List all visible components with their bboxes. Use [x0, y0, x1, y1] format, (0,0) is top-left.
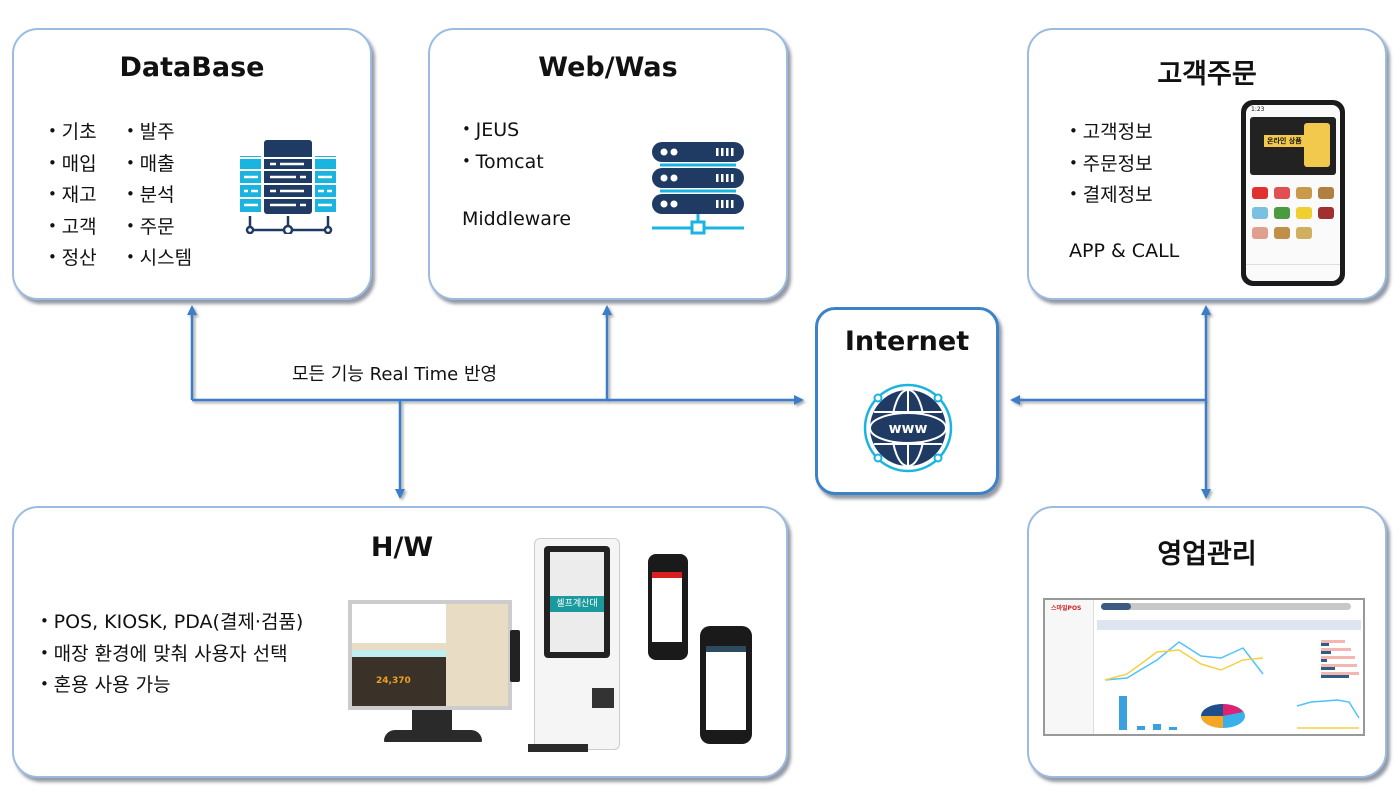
- list-item: 기초: [48, 116, 97, 148]
- sales-mgmt-title: 영업관리: [1157, 539, 1257, 570]
- list-item: 고객: [48, 211, 97, 243]
- realtime-label: 모든 기능 Real Time 반영: [292, 364, 498, 385]
- middleware-label: Middleware: [462, 208, 572, 230]
- webwas-title: Web/Was: [538, 52, 678, 83]
- database-server-icon: [240, 140, 336, 234]
- list-item: 주문정보: [1069, 148, 1153, 180]
- list-item: 발주: [126, 116, 192, 148]
- customer-order-title: 고객주문: [1157, 59, 1257, 90]
- hardware-list: POS, KIOSK, PDA(결제·검품) 매장 환경에 맞춰 사용자 선택 …: [40, 606, 304, 701]
- www-label: www: [889, 421, 928, 437]
- customer-order-box: 고객주문 고객정보 주문정보 결제정보 APP & CALL 1:23 온라인 …: [1027, 28, 1387, 300]
- dashboard-bar-chart: [1321, 640, 1359, 678]
- database-list-1: 기초 매입 재고 고객 정산: [48, 116, 97, 274]
- server-rack-icon: [652, 142, 744, 235]
- app-call-label: APP & CALL: [1069, 240, 1180, 262]
- list-item: 주문: [126, 211, 192, 243]
- sales-dashboard-image: 스마일POS: [1043, 598, 1365, 736]
- hardware-box: H/W POS, KIOSK, PDA(결제·검품) 매장 환경에 맞춰 사용자…: [12, 506, 788, 778]
- webwas-box: Web/Was JEUS Tomcat Middleware: [428, 28, 788, 300]
- globe-www-icon: www: [863, 383, 953, 473]
- list-item: 매장 환경에 맞춰 사용자 선택: [40, 638, 303, 670]
- list-item: POS, KIOSK, PDA(결제·검품): [40, 606, 304, 638]
- list-item: 분석: [126, 179, 192, 211]
- dashboard-lower-charts: [1119, 696, 1360, 730]
- list-item: 매입: [48, 148, 97, 180]
- app-bottom-nav: [1246, 264, 1340, 281]
- internet-title: Internet: [844, 326, 970, 357]
- database-list-2: 발주 매출 분석 주문 시스템: [126, 116, 192, 274]
- phone-time: 1:23: [1251, 106, 1265, 113]
- database-title: DataBase: [119, 52, 265, 83]
- webwas-list: JEUS Tomcat: [462, 114, 544, 177]
- mobile-app-image: 1:23 온라인 상품 주문: [1241, 100, 1345, 286]
- customer-order-list: 고객정보 주문정보 결제정보: [1069, 116, 1153, 211]
- kiosk-label: 셀프계산대: [550, 596, 604, 612]
- category-grid: [1252, 187, 1334, 239]
- list-item: 결제정보: [1069, 179, 1153, 211]
- database-box: DataBase 기초 매입 재고 고객 정산 발주 매출 분석 주문 시스템: [12, 28, 372, 300]
- hardware-title: H/W: [370, 532, 434, 563]
- app-banner: 온라인 상품 주문: [1250, 117, 1336, 175]
- pos-amount: 24,370: [376, 676, 411, 686]
- list-item: 시스템: [126, 242, 192, 274]
- list-item: 재고: [48, 179, 97, 211]
- dashboard-brand: 스마일POS: [1051, 605, 1082, 612]
- list-item: 고객정보: [1069, 116, 1153, 148]
- list-item: Tomcat: [462, 146, 544, 178]
- list-item: 매출: [126, 148, 192, 180]
- internet-box: Internet www: [815, 307, 999, 495]
- list-item: 혼용 사용 가능: [40, 669, 303, 701]
- list-item: JEUS: [462, 114, 544, 146]
- dashboard-line-chart: [1104, 641, 1264, 681]
- list-item: 정산: [48, 242, 97, 274]
